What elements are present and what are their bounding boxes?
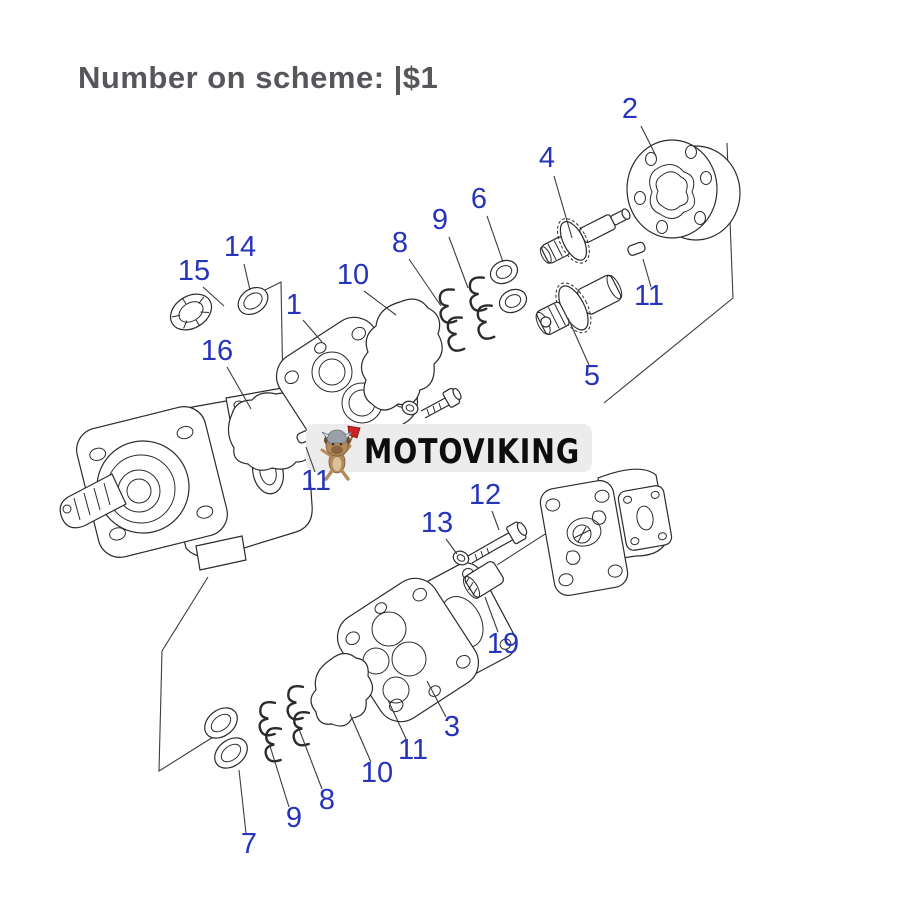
part-label-2: 2 xyxy=(622,93,638,125)
part-14-ring-drawing xyxy=(237,286,269,316)
leader-line-6 xyxy=(486,215,504,263)
part-13-washer-drawing xyxy=(452,550,470,566)
part-10b-gasket-drawing xyxy=(310,652,374,727)
mid-washer-bolt-drawing xyxy=(401,387,462,419)
leader-line-12 xyxy=(491,510,500,531)
leader-line-1 xyxy=(302,319,323,343)
leader-line-10 xyxy=(363,290,397,316)
leader-line-19 xyxy=(484,596,499,633)
part-label-11a: 11 xyxy=(634,280,664,312)
leader-line-9b xyxy=(269,745,290,808)
part-7-seal-drawing xyxy=(204,707,248,769)
part-label-10: 10 xyxy=(337,259,369,291)
leader-line-14 xyxy=(243,263,251,291)
part-label-11c: 11 xyxy=(398,734,428,766)
part-label-15: 15 xyxy=(178,255,210,287)
leader-line-11a xyxy=(642,258,652,288)
part-15-bearing-drawing xyxy=(169,293,213,331)
part-11-pin-top-drawing xyxy=(627,241,646,256)
leader-line-11c xyxy=(387,699,408,742)
part-label-9b: 9 xyxy=(286,802,302,834)
part-label-10b: 10 xyxy=(361,757,393,789)
leader-line-3 xyxy=(426,680,447,718)
part-label-1: 1 xyxy=(286,289,302,321)
part-label-19: 19 xyxy=(487,628,519,660)
part-label-5: 5 xyxy=(584,360,600,392)
leader-line-2 xyxy=(640,125,657,157)
watermark: MOTOVIKING xyxy=(306,424,592,481)
part-19-bushing-drawing xyxy=(462,561,505,599)
part-label-11b: 11 xyxy=(301,465,331,497)
part-8b-clips-drawing xyxy=(286,684,311,747)
leader-line-13 xyxy=(445,538,458,555)
part-12-bolt-drawing xyxy=(467,521,528,564)
pump-assembly-right-drawing xyxy=(539,468,673,596)
part-9b-clips-drawing xyxy=(258,700,283,763)
viking-dog-mascot-icon xyxy=(320,425,361,481)
watermark-text: MOTOVIKING xyxy=(364,432,580,472)
leader-line-4 xyxy=(553,175,573,239)
part-9-clips-drawing xyxy=(468,276,496,340)
part-6-seal-drawing xyxy=(489,259,528,314)
leader-line-16 xyxy=(226,366,252,410)
watermark-band xyxy=(306,424,592,472)
leader-line-7 xyxy=(238,769,247,834)
part-label-3: 3 xyxy=(444,711,460,743)
part-4-gear-drawing xyxy=(539,208,631,264)
part-2-cover-drawing xyxy=(626,139,741,241)
part-label-8: 8 xyxy=(392,227,408,259)
part-label-7: 7 xyxy=(241,828,257,860)
part-label-12: 12 xyxy=(469,479,501,511)
part-label-14: 14 xyxy=(224,231,256,263)
leader-line-5 xyxy=(567,317,590,366)
part-5-gear-drawing xyxy=(535,274,623,336)
part-8-clips-drawing xyxy=(438,288,466,352)
leader-line-8 xyxy=(408,258,442,307)
leader-line-11b xyxy=(305,446,316,473)
part-label-8b: 8 xyxy=(319,784,335,816)
leader-line-9 xyxy=(448,236,469,289)
leader-line-10b xyxy=(349,713,372,763)
part-label-4: 4 xyxy=(539,142,555,174)
part-label-13: 13 xyxy=(421,507,453,539)
page-title: Number on scheme: |$1 xyxy=(78,60,439,95)
part-label-6: 6 xyxy=(471,183,487,215)
leader-line-8b xyxy=(298,728,323,790)
part-10-gasket-drawing xyxy=(360,298,443,411)
part-label-9: 9 xyxy=(432,204,448,236)
leader-line-15 xyxy=(202,286,225,307)
part-label-16: 16 xyxy=(201,335,233,367)
